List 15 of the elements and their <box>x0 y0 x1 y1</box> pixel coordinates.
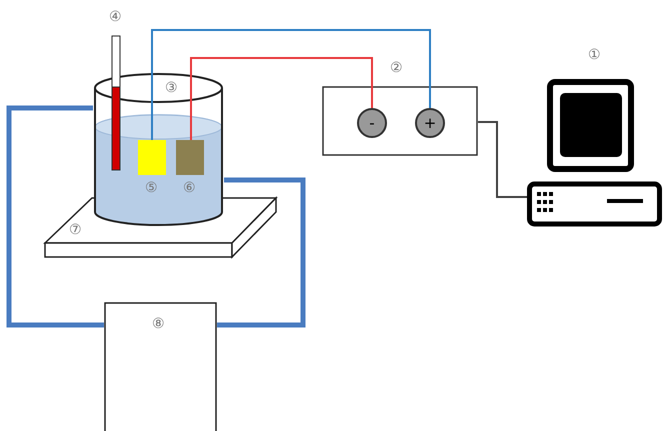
polarity-sign: - <box>368 115 376 131</box>
callout-number: ③ <box>165 80 178 96</box>
polarity-sign: + <box>422 115 438 131</box>
callout-number: ⑧ <box>152 316 165 332</box>
callout-number: ⑦ <box>69 222 82 238</box>
tube <box>6 106 104 328</box>
callout-number: ⑥ <box>183 180 196 196</box>
callout-number: ① <box>588 47 601 63</box>
tube <box>217 178 306 328</box>
callout-number: ⑤ <box>145 180 158 196</box>
callout-number: ② <box>390 60 403 76</box>
callout-number: ④ <box>109 9 122 25</box>
wire <box>190 57 373 140</box>
wire <box>478 121 527 198</box>
wire <box>151 29 431 140</box>
